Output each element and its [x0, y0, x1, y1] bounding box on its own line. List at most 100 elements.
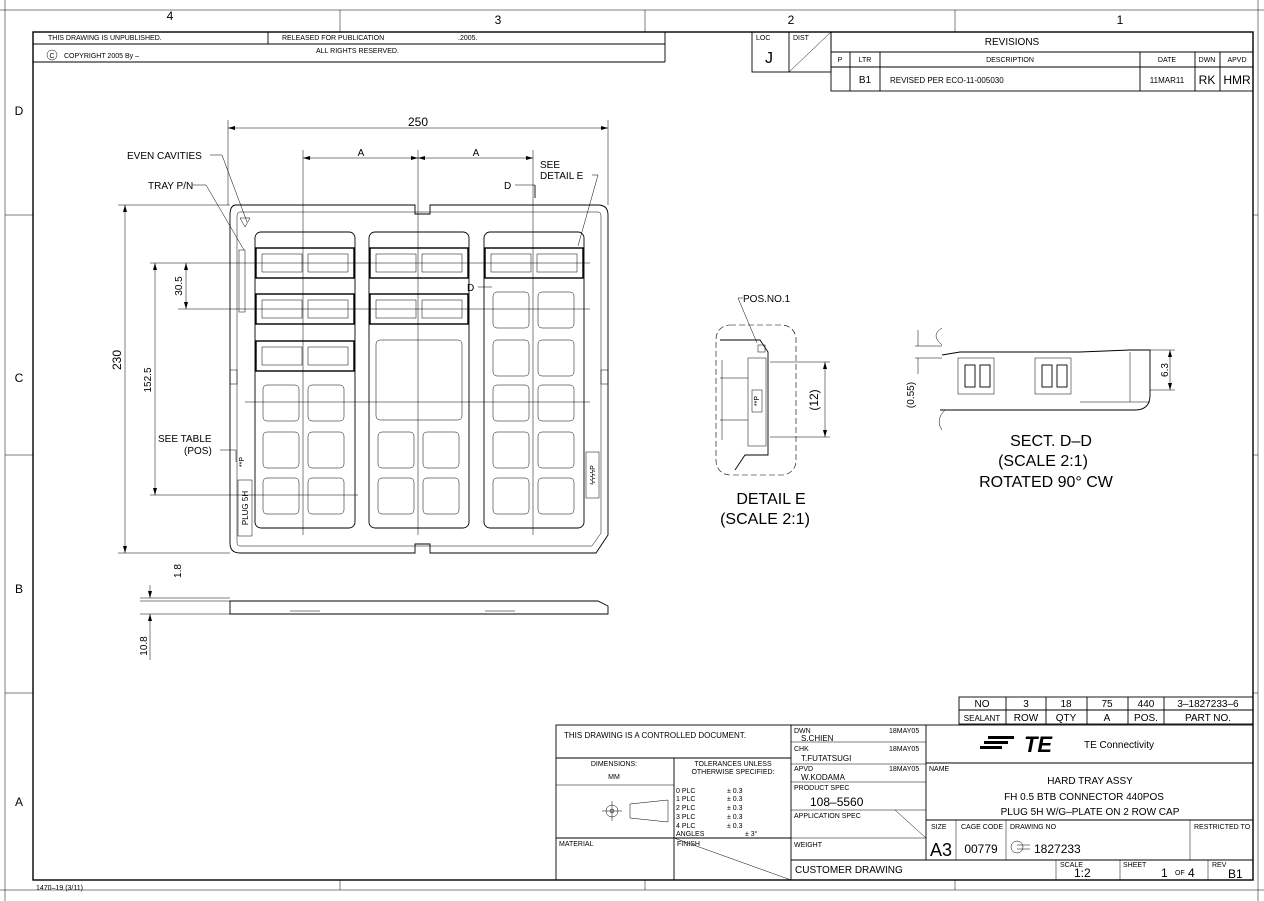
dwn-label: DWN [794, 728, 811, 735]
zone-row-c: C [15, 371, 24, 385]
customer-drawing: CUSTOMER DRAWING [795, 865, 903, 876]
loc-value: J [765, 50, 773, 67]
copyright-note: COPYRIGHT 2005 By – [64, 53, 139, 60]
loc-label: LOC [756, 35, 770, 42]
section-dd-view [915, 327, 1175, 431]
dist-label: DIST [793, 35, 810, 42]
rights-note: ALL RIGHTS RESERVED. [316, 48, 399, 55]
dwn-date: 18MAY05 [889, 728, 919, 735]
zone-row-a: A [15, 795, 23, 809]
connector-parts [255, 247, 584, 372]
detail-e-dim: (12) [807, 389, 821, 410]
part-table-val-0: NO [975, 699, 990, 710]
dim-a-right: A [473, 148, 480, 159]
released-note: RELEASED FOR PUBLICATION [282, 35, 384, 42]
sheet-value: 1 [1161, 866, 1168, 880]
label-see: SEE [540, 160, 560, 171]
drawing-number-prefix-icon [1010, 840, 1030, 854]
tol-val-1: ± 0.3 [727, 796, 743, 803]
chk-label: CHK [794, 746, 809, 753]
section-dd-scale: (SCALE 2:1) [998, 453, 1088, 470]
apvd-label: APVD [794, 766, 813, 773]
dim-height: 230 [110, 350, 124, 370]
part-table-val-2: 18 [1060, 699, 1072, 710]
size-label: SIZE [931, 824, 947, 831]
section-dd-title: SECT. D–D [1010, 433, 1092, 450]
angles-tol: ± 3° [745, 830, 758, 838]
section-mark-bottom: D [467, 283, 474, 294]
tol-plc-2: 2 PLC [676, 805, 695, 812]
chk-name: T.FUTATSUGI [801, 754, 851, 763]
te-logo: TE [980, 732, 1053, 757]
dim-thickness: 1.8 [173, 564, 184, 578]
dim-055: (0.55) [906, 382, 917, 408]
dim-a-left: A [358, 148, 365, 159]
release-year: .2005. [458, 35, 478, 42]
scale-value: 1:2 [1074, 866, 1091, 880]
dim-63: 6.3 [1160, 363, 1171, 377]
zone-col-1: 1 [1117, 13, 1124, 27]
detail-e-title: DETAIL E [736, 491, 805, 508]
tol-val-0: ± 0.3 [727, 788, 743, 795]
chk-date: 18MAY05 [889, 746, 919, 753]
zone-col-2: 2 [788, 13, 795, 27]
part-table-val-1: 3 [1023, 699, 1029, 710]
rev-col-dwn: DWN [1199, 57, 1216, 64]
dimensions-label: DIMENSIONS: [591, 761, 637, 768]
product-spec-label: PRODUCT SPEC [794, 785, 850, 792]
of-label: OF [1175, 870, 1185, 877]
rev-row-apvd: HMR [1223, 73, 1251, 87]
dwg-label: DRAWING NO [1010, 824, 1057, 831]
copyright-symbol: C [49, 53, 54, 60]
part-table-hdr-2: QTY [1056, 713, 1077, 724]
label-pos-no: POS.NO.1 [743, 294, 791, 305]
apvd-date: 18MAY05 [889, 766, 919, 773]
label-detail-e: DETAIL E [540, 171, 584, 182]
part-table-val-5: 3–1827233–6 [1177, 699, 1239, 710]
dwn-name: S.CHIEN [801, 734, 834, 743]
section-dd-rotation: ROTATED 90° CW [979, 474, 1114, 491]
cage-label: CAGE CODE [961, 824, 1003, 831]
part-table-hdr-5: PART NO. [1185, 713, 1231, 724]
apvd-name: W.KODAMA [801, 773, 846, 782]
controlled-note: THIS DRAWING IS A CONTROLLED DOCUMENT. [564, 731, 746, 740]
tray-side-view [140, 585, 609, 660]
rev-col-p: P [838, 57, 843, 64]
rev-col-description: DESCRIPTION [986, 57, 1034, 64]
name-line1: HARD TRAY ASSY [1047, 776, 1133, 787]
dwg-number: 1827233 [1034, 842, 1081, 856]
revisions-title: REVISIONS [985, 37, 1040, 48]
part-table-hdr-0: SEALANT [964, 714, 1001, 723]
of-value: 4 [1188, 866, 1195, 880]
tolerances-line1: TOLERANCES UNLESS [694, 761, 772, 768]
part-table-hdr-3: A [1104, 713, 1111, 724]
product-spec: 108–5560 [810, 795, 864, 809]
label-tray-pn: TRAY P/N [148, 181, 193, 192]
part-table-val-3: 75 [1101, 699, 1113, 710]
name-line3: PLUG 5H W/G–PLATE ON 2 ROW CAP [1001, 807, 1180, 818]
dim-overall-width: 250 [408, 115, 428, 129]
tol-plc-3: 3 PLC [676, 814, 695, 821]
size-value: A3 [930, 840, 952, 860]
tol-val-4: ± 0.3 [727, 823, 743, 830]
scale-label: SCALE [1060, 862, 1083, 869]
dim-tray-height: 10.8 [139, 636, 150, 656]
rev-row-ltr: B1 [859, 75, 872, 86]
name-line2: FH 0.5 BTB CONNECTOR 440POS [1004, 792, 1164, 803]
dim-pitch: 30.5 [174, 276, 185, 296]
part-table [958, 696, 1254, 725]
te-logo-text: TE [1024, 732, 1053, 757]
angles-label: ANGLES [676, 831, 705, 838]
rev-row-dwn: RK [1199, 73, 1216, 87]
rev-col-date: DATE [1158, 57, 1176, 64]
zone-row-d: D [15, 104, 24, 118]
tol-plc-1: 1 PLC [676, 796, 695, 803]
tolerances-line2: OTHERWISE SPECIFIED: [691, 769, 774, 776]
unpublished-note: THIS DRAWING IS UNPUBLISHED. [48, 35, 162, 42]
rev-row-description: REVISED PER ECO-11-005030 [890, 76, 1004, 85]
detail-e-part-mark: **P [754, 396, 761, 406]
tol-val-2: ± 0.3 [727, 805, 743, 812]
name-label: NAME [929, 766, 950, 773]
zone-col-4: 4 [167, 9, 174, 23]
tol-plc-4: 4 PLC [676, 823, 695, 830]
